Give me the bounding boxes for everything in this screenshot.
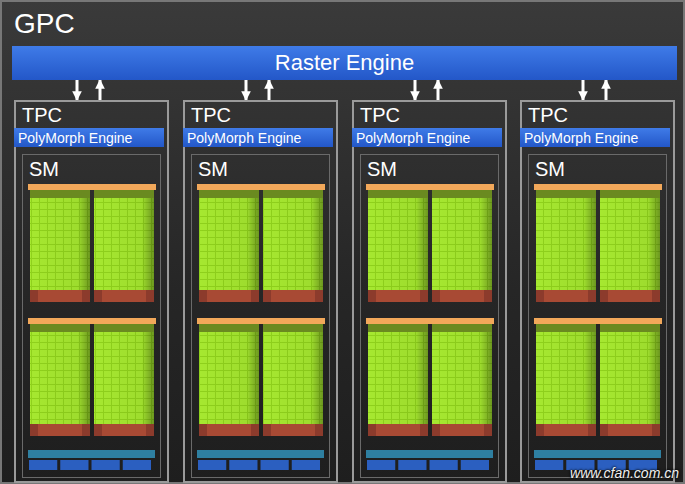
watermark: www.cfan.com.cn xyxy=(570,465,679,481)
flow-arrow xyxy=(605,80,608,100)
sm-cores xyxy=(28,184,156,470)
sm-cores xyxy=(534,184,662,470)
tpc-box: TPC PolyMorph EngineSM xyxy=(520,100,675,483)
polymorph-engine-band: PolyMorph Engine xyxy=(352,128,502,147)
gpc-label: GPC xyxy=(14,8,75,40)
sm-label: SM xyxy=(29,158,59,181)
sm-cores xyxy=(366,184,494,470)
flow-arrow xyxy=(268,80,271,100)
flow-arrow xyxy=(582,80,585,100)
polymorph-engine-label: PolyMorph Engine xyxy=(524,130,638,146)
tpc-box: TPC PolyMorph EngineSM xyxy=(352,100,507,483)
raster-engine-label: Raster Engine xyxy=(275,50,414,76)
sm-label: SM xyxy=(198,158,228,181)
sm-box: SM xyxy=(360,154,499,478)
polymorph-engine-band: PolyMorph Engine xyxy=(183,128,333,147)
flow-arrow xyxy=(245,80,248,100)
raster-engine-band: Raster Engine xyxy=(12,46,677,80)
flow-arrow xyxy=(437,80,440,100)
sm-label: SM xyxy=(367,158,397,181)
sm-box: SM xyxy=(191,154,330,478)
flow-arrow xyxy=(76,80,79,100)
sm-box: SM xyxy=(528,154,667,478)
polymorph-engine-band: PolyMorph Engine xyxy=(14,128,164,147)
tpc-box: TPC PolyMorph EngineSM xyxy=(14,100,169,483)
tpc-label: TPC xyxy=(22,104,62,127)
sm-label: SM xyxy=(535,158,565,181)
tpc-label: TPC xyxy=(528,104,568,127)
sm-box: SM xyxy=(22,154,161,478)
polymorph-engine-band: PolyMorph Engine xyxy=(520,128,670,147)
sm-cores xyxy=(197,184,325,470)
polymorph-engine-label: PolyMorph Engine xyxy=(356,130,470,146)
tpc-box: TPC PolyMorph EngineSM xyxy=(183,100,338,483)
flow-arrow xyxy=(414,80,417,100)
polymorph-engine-label: PolyMorph Engine xyxy=(18,130,132,146)
tpc-label: TPC xyxy=(360,104,400,127)
polymorph-engine-label: PolyMorph Engine xyxy=(187,130,301,146)
flow-arrow xyxy=(99,80,102,100)
tpc-label: TPC xyxy=(191,104,231,127)
